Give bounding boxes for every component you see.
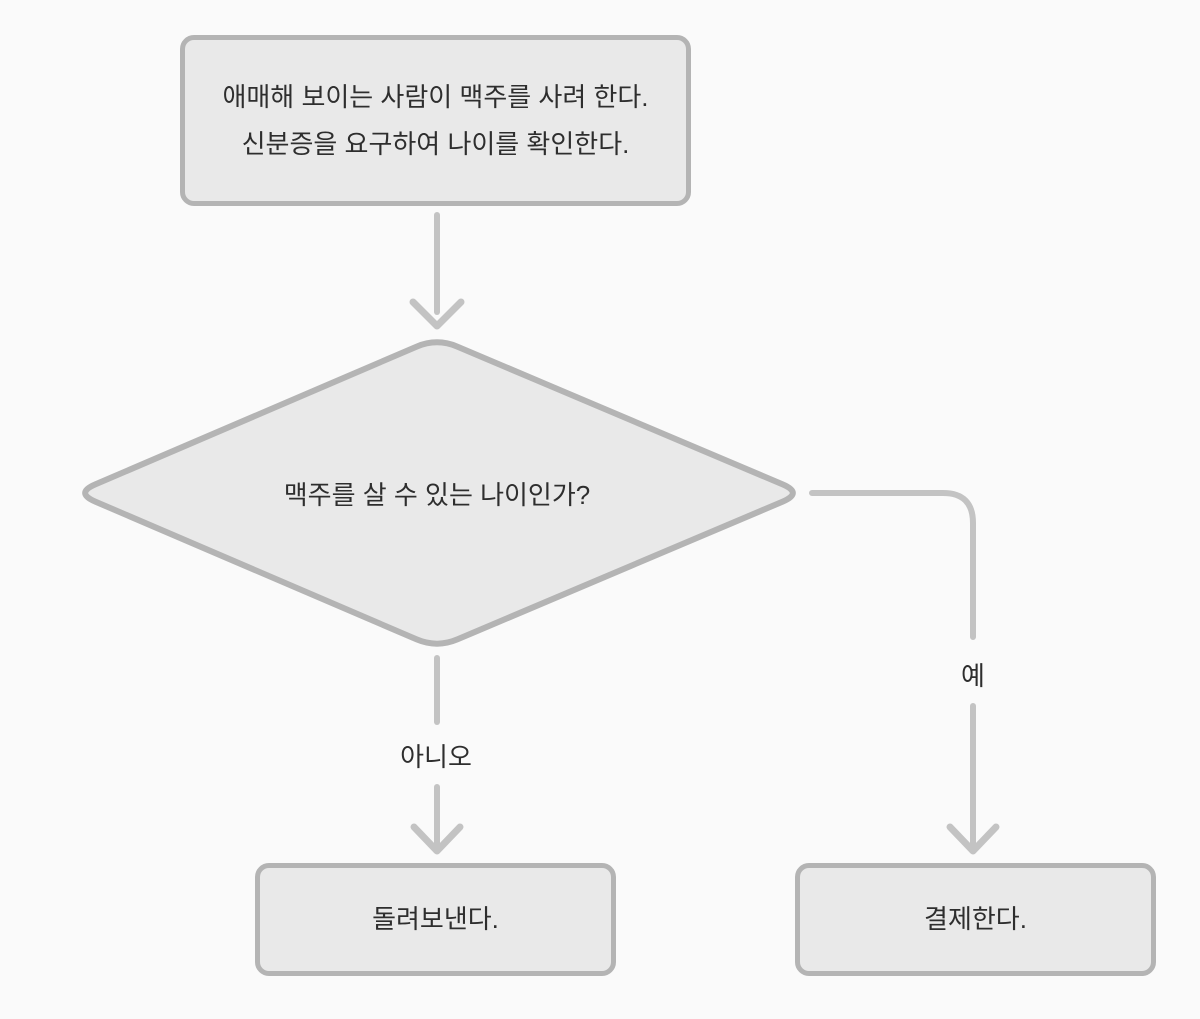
pay-node: 결제한다.	[795, 863, 1156, 976]
reject-node: 돌려보낸다.	[255, 863, 616, 976]
start-node-line1: 애매해 보이는 사람이 맥주를 사려 한다.	[222, 81, 649, 112]
edge-label-yes: 예	[961, 660, 985, 691]
start-node-line2: 신분증을 요구하여 나이를 확인한다.	[241, 128, 630, 159]
arrow-down-icon	[410, 823, 464, 855]
arrow-down-icon	[409, 298, 465, 330]
pay-node-label: 결제한다.	[924, 904, 1027, 934]
reject-node-label: 돌려보낸다.	[372, 904, 499, 934]
edge-decision-to-pay-line-upper	[809, 490, 976, 640]
decision-node-label: 맥주를 살 수 있는 나이인가?	[283, 479, 591, 510]
arrow-down-icon	[946, 823, 1000, 855]
edge-label-no: 아니오	[400, 741, 472, 772]
decision-diamond-shape	[82, 339, 796, 647]
start-node: 애매해 보이는 사람이 맥주를 사려 한다. 신분증을 요구하여 나이를 확인한…	[180, 35, 691, 206]
